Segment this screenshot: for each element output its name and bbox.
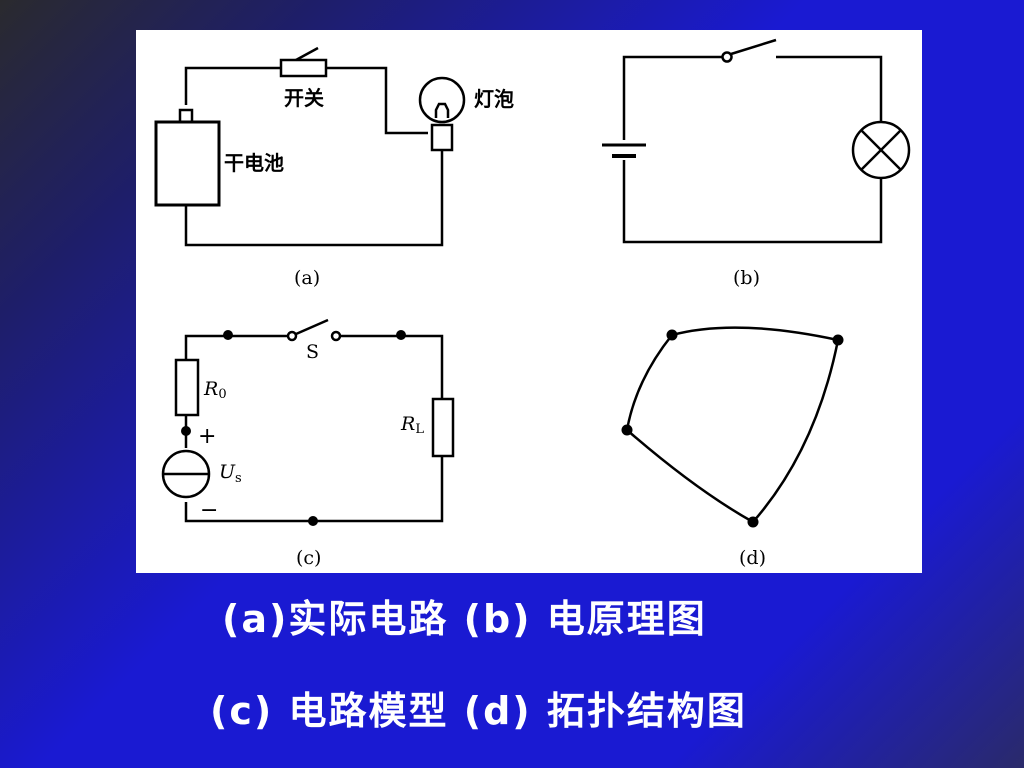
wire-b-bottom — [622, 160, 883, 244]
node-c-top-right — [396, 330, 406, 340]
switch-b-blade — [730, 38, 777, 56]
us-label: Us — [219, 461, 242, 486]
node-c-top-left — [223, 330, 233, 340]
switch-c-blade — [295, 318, 329, 336]
panel-d-label: (d) — [739, 547, 766, 569]
bulb-a-glass — [418, 76, 466, 124]
rl-label: RL — [400, 413, 424, 437]
switch-c-left-contact — [286, 330, 298, 342]
switch-a-lever — [295, 46, 319, 62]
node-d-left — [621, 424, 633, 436]
wire-c-top-left — [184, 334, 288, 360]
node-d-bottom — [747, 516, 759, 528]
plus-sign: + — [198, 424, 216, 449]
bulb-label: 灯泡 — [474, 87, 514, 111]
node-d-top-left — [666, 329, 678, 341]
wire-a-top-left — [184, 66, 281, 105]
panel-b-schematic — [602, 38, 911, 244]
switch-s-label: S — [306, 341, 319, 363]
wire-b-top-right — [776, 55, 883, 122]
edge-d-top — [671, 326, 839, 342]
node-d-top-right — [832, 334, 844, 346]
wire-b-top-left — [622, 55, 723, 140]
wire-c-top-right — [340, 334, 444, 399]
minus-sign: − — [200, 498, 218, 523]
circuit-diagrams: 开关 灯泡 干电池 (a) (b) — [154, 38, 911, 569]
panel-c-label: (c) — [296, 547, 321, 569]
circuit-figure: 开关 灯泡 干电池 (a) (b) — [136, 30, 922, 573]
resistor-rl — [431, 397, 455, 458]
switch-b-pivot — [721, 51, 733, 63]
caption-line-2: (c) 电路模型 (d) 拓扑结构图 — [210, 689, 747, 733]
panel-c-nodes — [181, 330, 406, 526]
panel-d-nodes — [621, 329, 844, 528]
switch-c-right-contact — [330, 330, 342, 342]
resistor-r0 — [174, 358, 200, 417]
wire-a-top-right — [326, 66, 428, 135]
node-c-bottom — [308, 516, 318, 526]
panel-a-label: (a) — [294, 267, 320, 289]
node-c-left — [181, 426, 191, 436]
caption-line-1: (a)实际电路 (b) 电原理图 — [222, 597, 707, 641]
bulb-a-filament — [434, 102, 450, 118]
switch-label: 开关 — [284, 86, 324, 110]
battery-label: 干电池 — [224, 151, 284, 175]
edge-d-left — [625, 334, 673, 431]
wire-a-bottom — [184, 150, 444, 247]
battery-a-terminal — [178, 108, 194, 124]
battery-a — [154, 120, 221, 207]
panel-a-actual-circuit — [154, 46, 466, 247]
r0-label: R0 — [203, 378, 227, 402]
bulb-a-base — [430, 123, 454, 152]
edge-d-bottom-left — [626, 429, 754, 524]
switch-a — [279, 58, 328, 78]
lamp-b-cross-2 — [860, 129, 902, 171]
panel-d-topology — [625, 326, 840, 524]
edge-d-right — [752, 339, 840, 523]
panel-b-label: (b) — [733, 267, 760, 289]
